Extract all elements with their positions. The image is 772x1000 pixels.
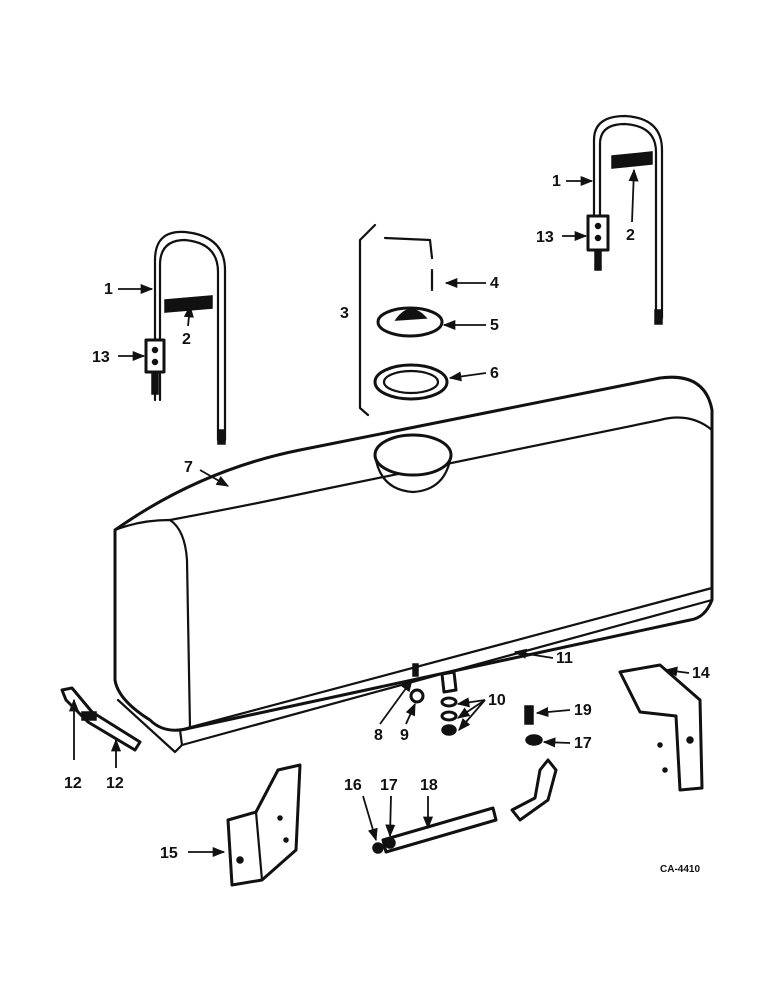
left-tank-strap [153, 230, 227, 445]
callout-1-right: 1 [552, 173, 561, 190]
left-strap-pad [164, 295, 213, 313]
callout-12-left: 12 [64, 775, 82, 792]
callout-8: 8 [374, 727, 383, 744]
callout-12-right: 12 [106, 775, 124, 792]
fitting-hardware-right [524, 705, 543, 746]
callout-17-right: 17 [574, 735, 592, 752]
right-strap-pad [611, 151, 653, 169]
callout-14: 14 [692, 665, 710, 682]
callout-7: 7 [184, 459, 193, 476]
callout-15: 15 [160, 845, 178, 862]
callout-10: 10 [488, 692, 506, 709]
fuel-line [372, 758, 558, 854]
right-tank-strap [592, 114, 664, 325]
callout-13-right: 13 [536, 229, 554, 246]
filler-cap-assembly [358, 223, 449, 417]
left-tank-bracket [226, 763, 302, 887]
callout-labels: 1 2 13 1 2 13 3 4 5 6 7 11 14 8 9 10 19 … [64, 173, 710, 875]
callout-5: 5 [490, 317, 499, 334]
callout-17-left: 17 [380, 777, 398, 794]
callout-13-left: 13 [92, 349, 110, 366]
leader-lines [68, 168, 690, 858]
callout-6: 6 [490, 365, 499, 382]
drawing-code: CA-4410 [660, 864, 700, 875]
callout-16: 16 [344, 777, 362, 794]
fuel-tank [113, 375, 714, 754]
callout-18: 18 [420, 777, 438, 794]
callout-11: 11 [556, 650, 573, 667]
callout-9: 9 [400, 727, 409, 744]
callout-1-left: 1 [104, 281, 113, 298]
right-tank-bracket [618, 663, 704, 792]
left-strap-bolt-plate [144, 338, 166, 395]
callout-2-left: 2 [182, 331, 191, 348]
drain-hardware [409, 663, 458, 736]
callout-3: 3 [340, 305, 349, 322]
callout-2-right: 2 [626, 227, 635, 244]
callout-19: 19 [574, 702, 592, 719]
right-strap-bolt-plate [586, 214, 610, 271]
callout-4: 4 [490, 275, 499, 292]
